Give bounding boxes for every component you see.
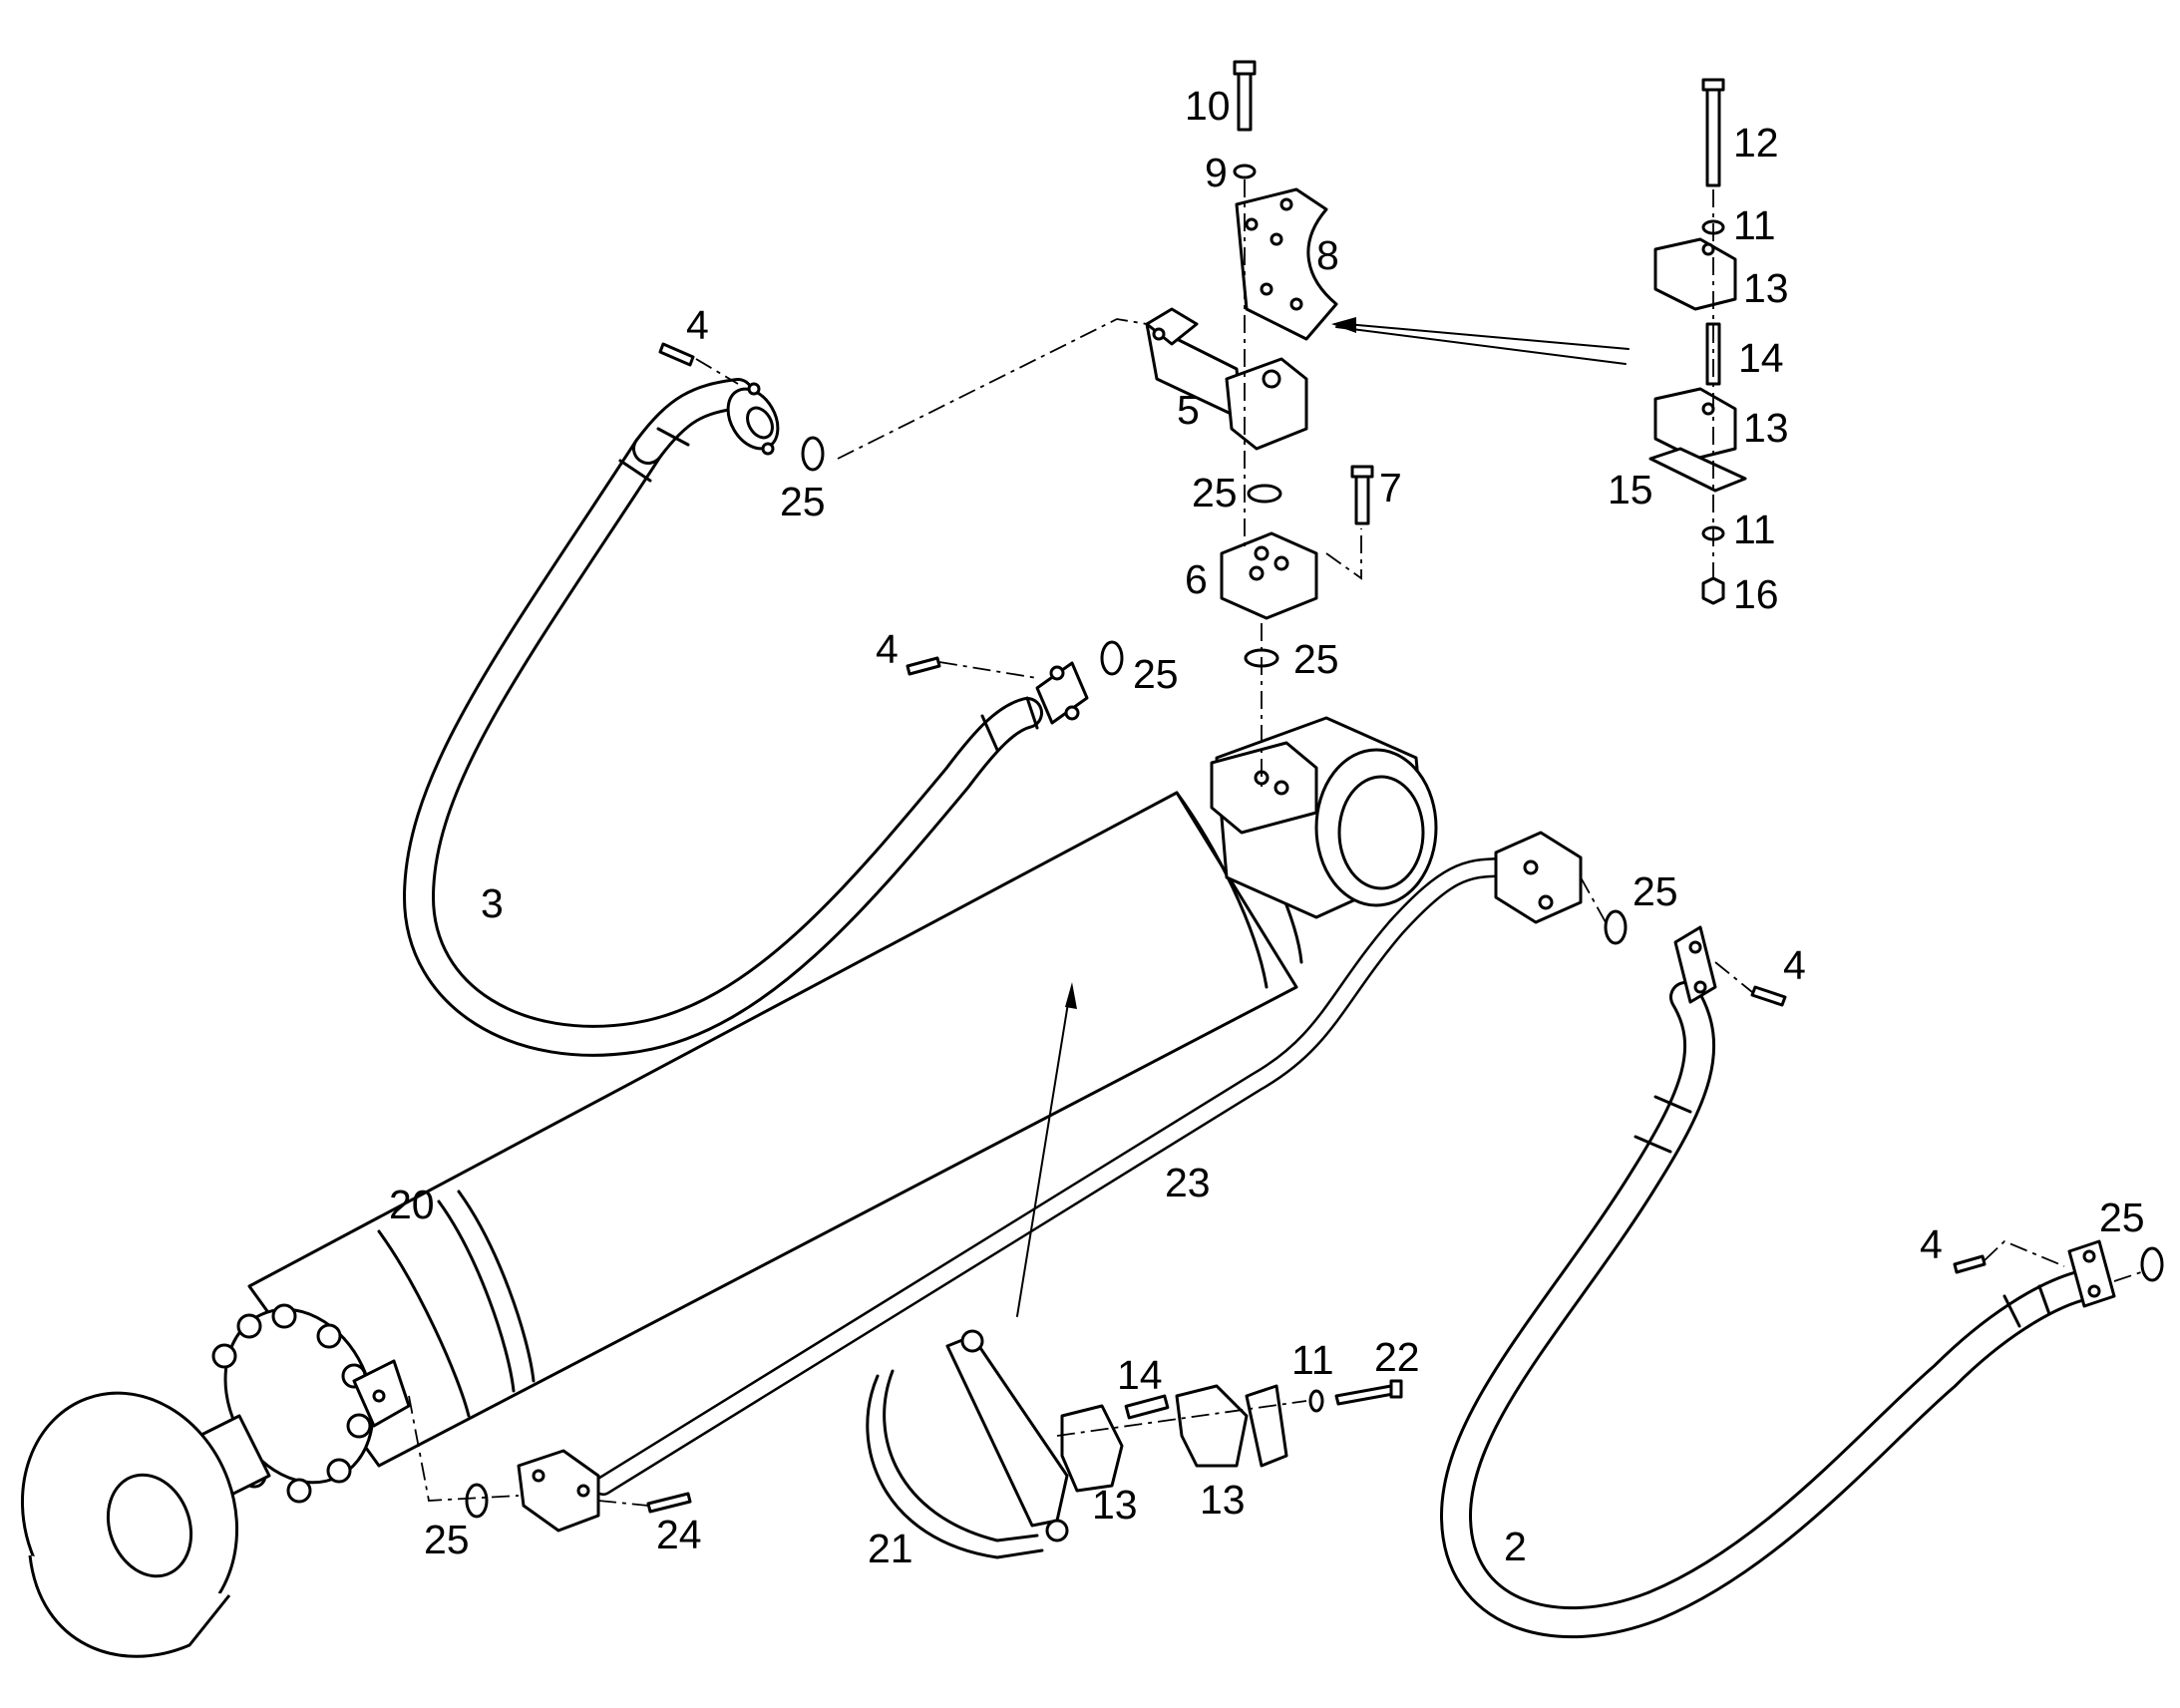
- callout-13-bot-b: 13: [1200, 1477, 1246, 1523]
- tube-flange-bottom: [517, 1449, 600, 1533]
- callout-11-bot: 11: [1291, 1337, 1334, 1383]
- callout-labels: 10 9 8 12 11 13 14 13 15 11 16 4 5 25 25…: [389, 83, 2145, 1571]
- callout-5: 5: [1177, 387, 1200, 433]
- callout-25-b: 25: [1192, 470, 1238, 515]
- callout-2: 2: [1504, 1524, 1527, 1569]
- callout-25-e: 25: [1633, 868, 1678, 914]
- plate-8: [1235, 187, 1338, 341]
- flange-clamp-left-top: [726, 382, 780, 456]
- callout-7: 7: [1379, 465, 1402, 511]
- bolt-10: [1233, 60, 1257, 132]
- callout-21: 21: [868, 1526, 913, 1571]
- flange-clamp-far-right: [2067, 1239, 2116, 1308]
- callout-25-d: 25: [1293, 636, 1339, 682]
- bolt-4-right: [1750, 985, 1787, 1007]
- callout-8: 8: [1316, 232, 1339, 278]
- callout-25-a: 25: [780, 479, 826, 524]
- callout-13-mid: 13: [1743, 405, 1789, 451]
- bolt-7: [1350, 465, 1374, 525]
- tube-flange-right: [1494, 831, 1583, 924]
- callout-25-f: 25: [2099, 1195, 2145, 1240]
- o-ring-25-f: [2140, 1246, 2164, 1282]
- spacer-14-bot: [1124, 1394, 1170, 1420]
- callout-25-g: 25: [424, 1517, 470, 1562]
- arrow-to-cylinder: [1016, 982, 1077, 1317]
- callout-10: 10: [1185, 83, 1231, 129]
- valve-5: [1145, 307, 1308, 451]
- callout-22: 22: [1374, 1334, 1420, 1380]
- bolt-4-far: [1953, 1254, 1987, 1274]
- callout-9: 9: [1205, 150, 1228, 195]
- bolt-22: [1334, 1379, 1403, 1406]
- o-ring-25-c: [801, 436, 825, 472]
- clamp-half-13-bot-b: [1175, 1384, 1288, 1468]
- o-ring-25-e: [1604, 909, 1628, 945]
- callout-4-left: 4: [686, 302, 709, 348]
- callout-11-mid: 11: [1733, 507, 1776, 552]
- clamp-half-13-mid: [1653, 387, 1737, 461]
- nut-16: [1701, 576, 1725, 605]
- clamp-21: [866, 1329, 1069, 1559]
- tube-23: [593, 857, 1511, 1496]
- callout-12: 12: [1733, 120, 1779, 166]
- leader-lines: [408, 179, 2145, 1507]
- callout-11-top: 11: [1733, 202, 1776, 248]
- bolt-4-left: [658, 342, 695, 367]
- callout-14-bot: 14: [1117, 1352, 1163, 1398]
- callout-4-far: 4: [1920, 1221, 1943, 1267]
- o-ring-25-d: [1100, 640, 1124, 676]
- o-ring-25-g: [465, 1483, 489, 1519]
- block-6: [1220, 531, 1318, 620]
- washer-11-bot: [1308, 1389, 1324, 1413]
- flange-clamp-mid: [1035, 661, 1089, 725]
- bolt-12: [1701, 78, 1725, 187]
- callout-23: 23: [1165, 1160, 1211, 1205]
- clamp-half-13-top: [1653, 237, 1737, 311]
- callout-6: 6: [1185, 556, 1208, 602]
- hose-2: [1440, 981, 2095, 1639]
- arrow-to-plate-8: [1331, 317, 1630, 365]
- callout-13-top: 13: [1743, 265, 1789, 311]
- flange-clamp-right: [1673, 925, 1717, 1004]
- bolt-4-mid: [906, 656, 941, 676]
- callout-4-mid: 4: [876, 626, 899, 672]
- washer-9: [1233, 164, 1257, 179]
- callout-3: 3: [481, 880, 504, 926]
- bolt-24: [646, 1492, 692, 1514]
- cylinder-20: [20, 716, 1438, 1658]
- plate-15: [1648, 447, 1747, 493]
- callout-25-c: 25: [1133, 651, 1179, 697]
- callout-20: 20: [389, 1182, 435, 1227]
- clamp-half-13-bot-a: [1060, 1404, 1124, 1493]
- callout-13-bot-a: 13: [1092, 1482, 1138, 1528]
- callout-24: 24: [656, 1512, 702, 1557]
- callout-4-right: 4: [1783, 942, 1806, 988]
- callout-14-top: 14: [1738, 335, 1784, 381]
- callout-15: 15: [1608, 467, 1653, 512]
- hose-3: [403, 378, 1043, 1057]
- callout-16: 16: [1733, 571, 1779, 617]
- o-ring-25-a: [1247, 484, 1282, 504]
